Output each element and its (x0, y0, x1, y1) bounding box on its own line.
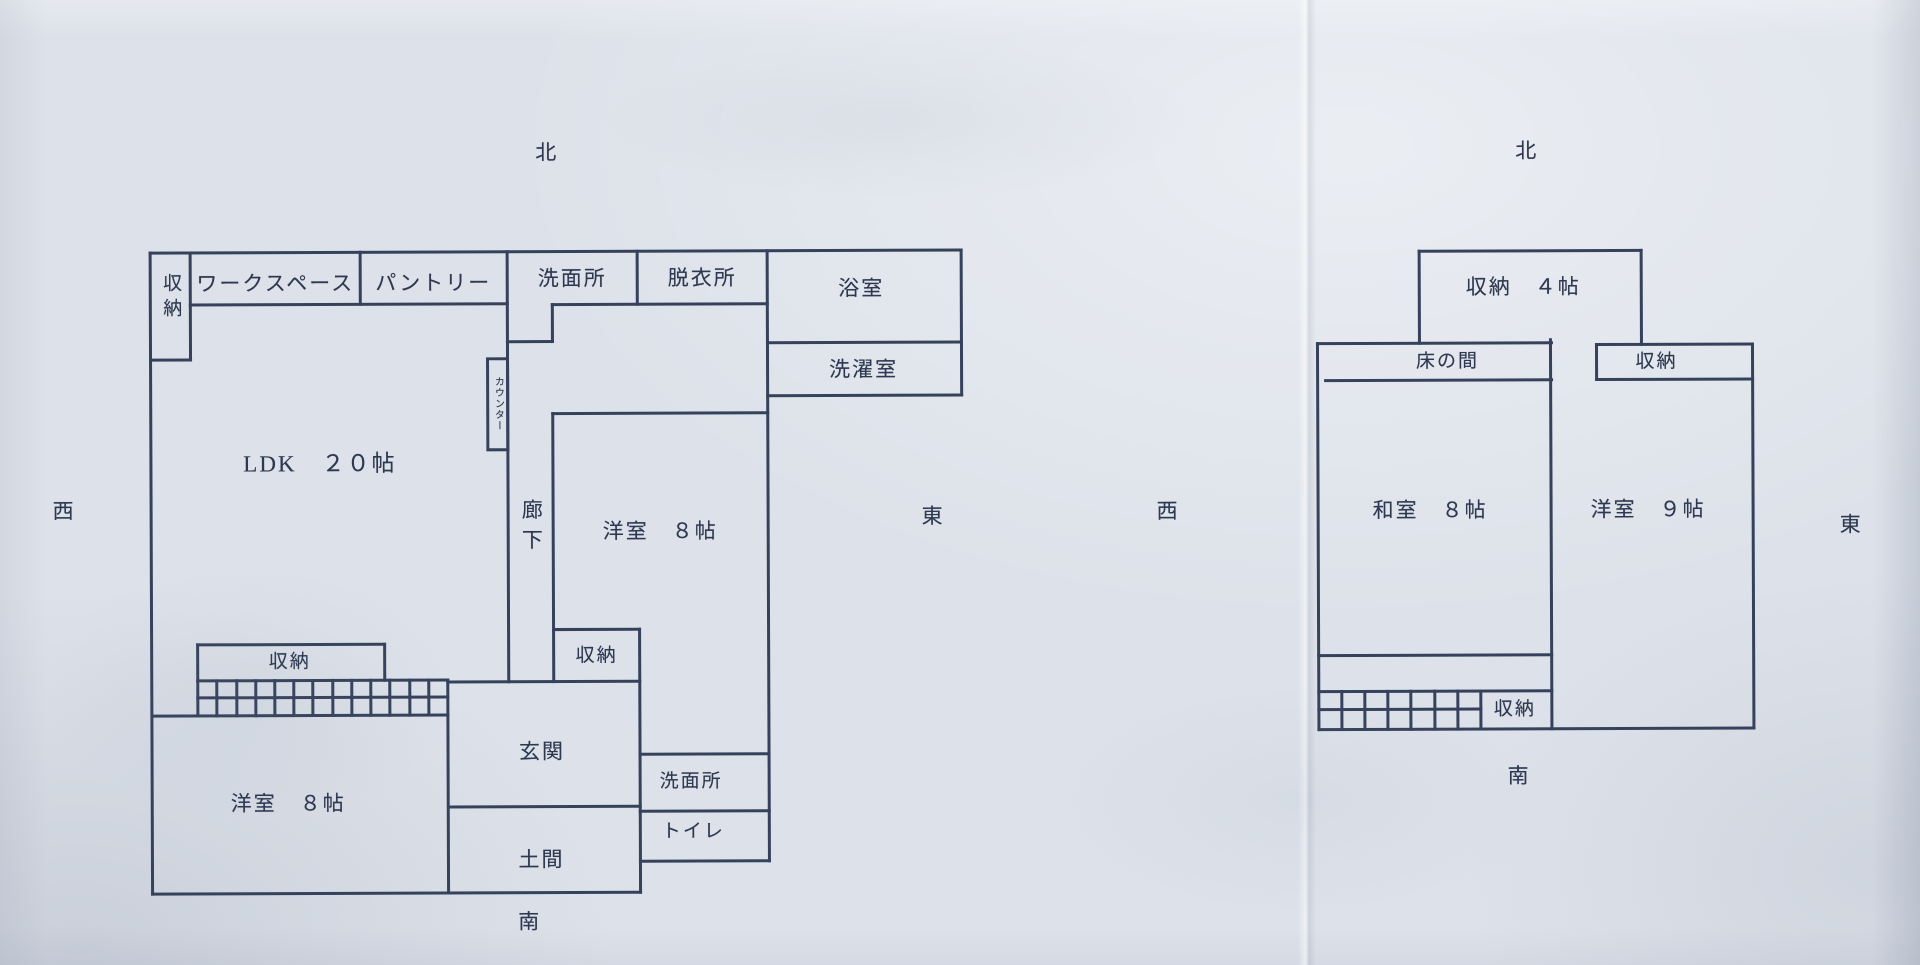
room-label-toilet: トイレ (661, 820, 725, 843)
room-label-counter: カウンター (492, 376, 504, 432)
room-label-closet-ldk: 収納 (268, 651, 311, 673)
room-label-bathroom: 浴室 (838, 276, 885, 301)
room-label-closet-nw: 収納 (160, 272, 182, 324)
floor2-compass-west: 西 (1156, 499, 1178, 524)
floor1-compass-south: 南 (518, 909, 540, 934)
room-label-western-room-2f: 洋室 ９帖 (1590, 497, 1706, 522)
room-label-storage-4jo: 収納 ４帖 (1465, 274, 1581, 299)
room-label-doma: 土間 (518, 847, 565, 872)
room-label-japanese-room: 和室 ８帖 (1372, 497, 1488, 523)
floor1-walls (148, 248, 964, 896)
floor1-compass-east: 東 (921, 503, 943, 529)
room-label-pantry: パントリー (375, 270, 492, 296)
room-label-washroom-north: 洗面所 (537, 266, 607, 291)
room-label-ldk: LDK ２０帖 (243, 450, 397, 477)
room-label-closet-northeast: 収納 (1635, 351, 1678, 373)
room-label-washroom-south: 洗面所 (659, 770, 723, 793)
room-label-workspace: ワークスペース (196, 271, 355, 296)
floor2-staircase-hatch (1317, 689, 1554, 732)
room-label-laundry-room: 洗濯室 (829, 357, 899, 382)
floor2-walls (1315, 248, 1756, 732)
floor1-compass-north: 北 (535, 140, 557, 165)
room-label-western-room-center: 洋室 ８帖 (602, 518, 718, 544)
floor1-staircase-hatch (151, 678, 450, 718)
room-label-closet-south-2f: 収納 (1493, 698, 1536, 721)
room-label-hallway: 廊下 (519, 498, 544, 559)
room-label-western-room-southwest: 洋室 ８帖 (230, 791, 346, 816)
room-label-closet-center: 収納 (575, 645, 618, 667)
room-label-dressing-room: 脱衣所 (667, 265, 737, 291)
floor1-compass-west: 西 (52, 499, 74, 524)
floor2-compass-south: 南 (1507, 763, 1529, 788)
floor2-compass-east: 東 (1839, 512, 1861, 537)
room-label-tokonoma: 床の間 (1415, 351, 1480, 373)
counter-box (486, 357, 510, 452)
floor2-compass-north: 北 (1515, 138, 1537, 163)
room-label-entrance: 玄関 (518, 739, 566, 764)
